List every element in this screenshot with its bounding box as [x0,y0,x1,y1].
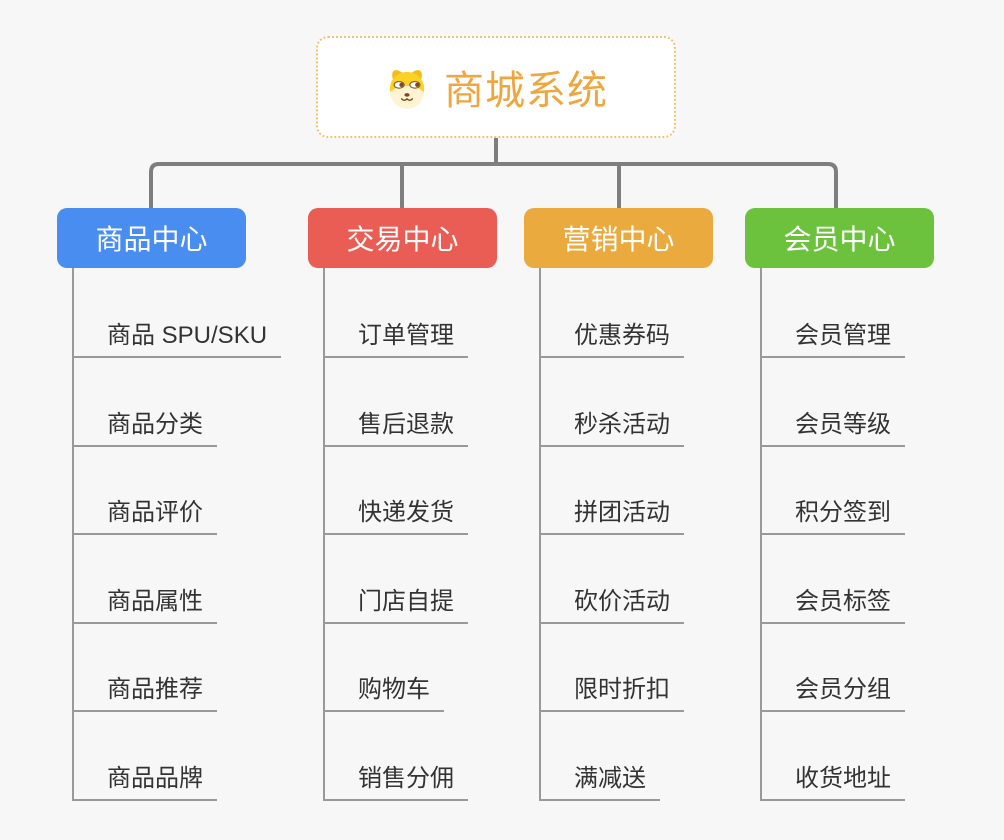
child-node[interactable]: 销售分佣 [324,759,468,801]
branch-label: 营销中心 [562,224,675,255]
branch-header-2[interactable]: 营销中心 [524,208,713,268]
child-node[interactable]: 限时折扣 [540,670,684,712]
child-node[interactable]: 满减送 [540,759,660,801]
branch-header-3[interactable]: 会员中心 [745,208,934,268]
child-node[interactable]: 会员等级 [761,405,905,447]
branch-header-1[interactable]: 交易中心 [308,208,497,268]
child-node[interactable]: 门店自提 [324,582,468,624]
child-node[interactable]: 商品品牌 [73,759,217,801]
child-node[interactable]: 收货地址 [761,759,905,801]
child-node[interactable]: 优惠券码 [540,316,684,358]
child-node[interactable]: 砍价活动 [540,582,684,624]
child-node[interactable]: 商品推荐 [73,670,217,712]
child-node[interactable]: 商品 SPU/SKU [73,316,282,358]
dog-face-icon [389,70,425,109]
child-node[interactable]: 会员标签 [761,582,905,624]
child-node[interactable]: 购物车 [324,670,444,712]
root-title: 商城系统 [444,69,608,113]
child-node[interactable]: 会员分组 [761,670,905,712]
branch-label: 商品中心 [95,224,208,255]
child-node[interactable]: 拼团活动 [540,493,684,535]
child-node[interactable]: 快递发货 [324,493,468,535]
branch-label: 交易中心 [346,224,459,255]
child-node[interactable]: 订单管理 [324,316,468,358]
child-node[interactable]: 积分签到 [761,493,905,535]
child-node[interactable]: 会员管理 [761,316,905,358]
child-node[interactable]: 秒杀活动 [540,405,684,447]
root-node[interactable]: 商城系统 [316,36,676,138]
child-node[interactable]: 商品分类 [73,405,217,447]
branch-header-0[interactable]: 商品中心 [57,208,246,268]
child-node[interactable]: 商品评价 [73,493,217,535]
child-node[interactable]: 售后退款 [324,405,468,447]
child-node[interactable]: 商品属性 [73,582,217,624]
branch-label: 会员中心 [783,224,896,255]
